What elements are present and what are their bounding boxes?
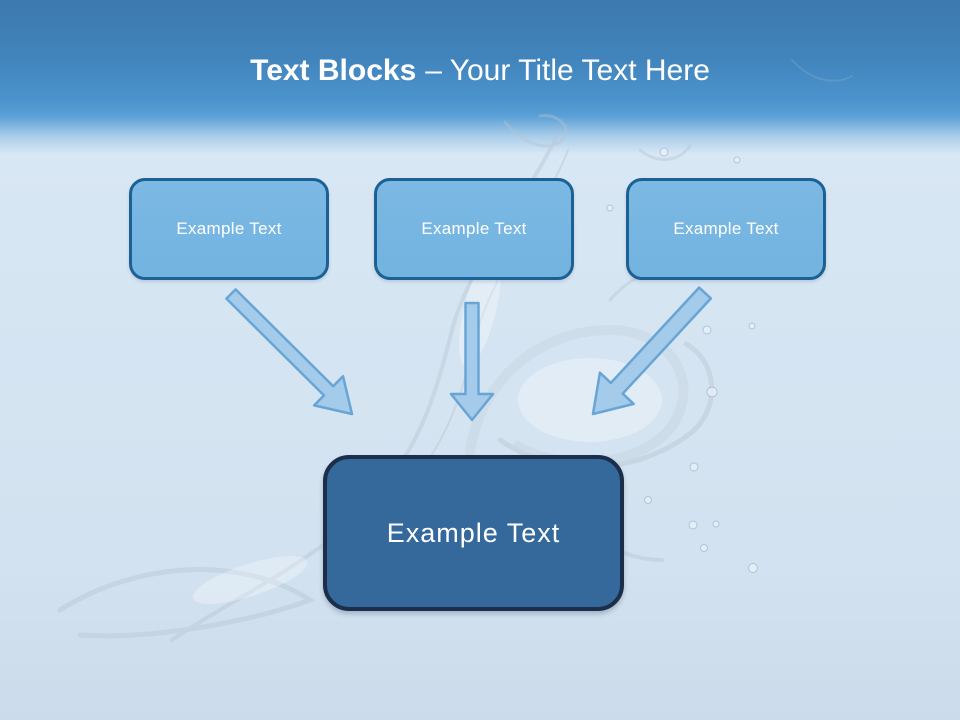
text-block-2-label: Example Text xyxy=(421,219,527,238)
result-text-block[interactable]: Example Text xyxy=(323,455,624,611)
text-block-3[interactable]: Example Text xyxy=(626,178,826,280)
text-block-1[interactable]: Example Text xyxy=(129,178,329,280)
result-text-block-label: Example Text xyxy=(386,517,561,548)
arrow-down-left-icon[interactable] xyxy=(591,286,713,416)
arrow-down-right-icon[interactable] xyxy=(225,288,354,416)
slide-title-secondary: – Your Title Text Here xyxy=(425,54,710,87)
text-block-3-label: Example Text xyxy=(673,219,779,238)
arrow-down-icon[interactable] xyxy=(449,301,495,422)
slide-title[interactable]: Text Blocks– Your Title Text Here xyxy=(0,52,960,90)
text-block-1-label: Example Text xyxy=(176,219,282,238)
slide-title-primary: Text Blocks xyxy=(250,54,417,87)
text-block-2[interactable]: Example Text xyxy=(374,178,574,280)
